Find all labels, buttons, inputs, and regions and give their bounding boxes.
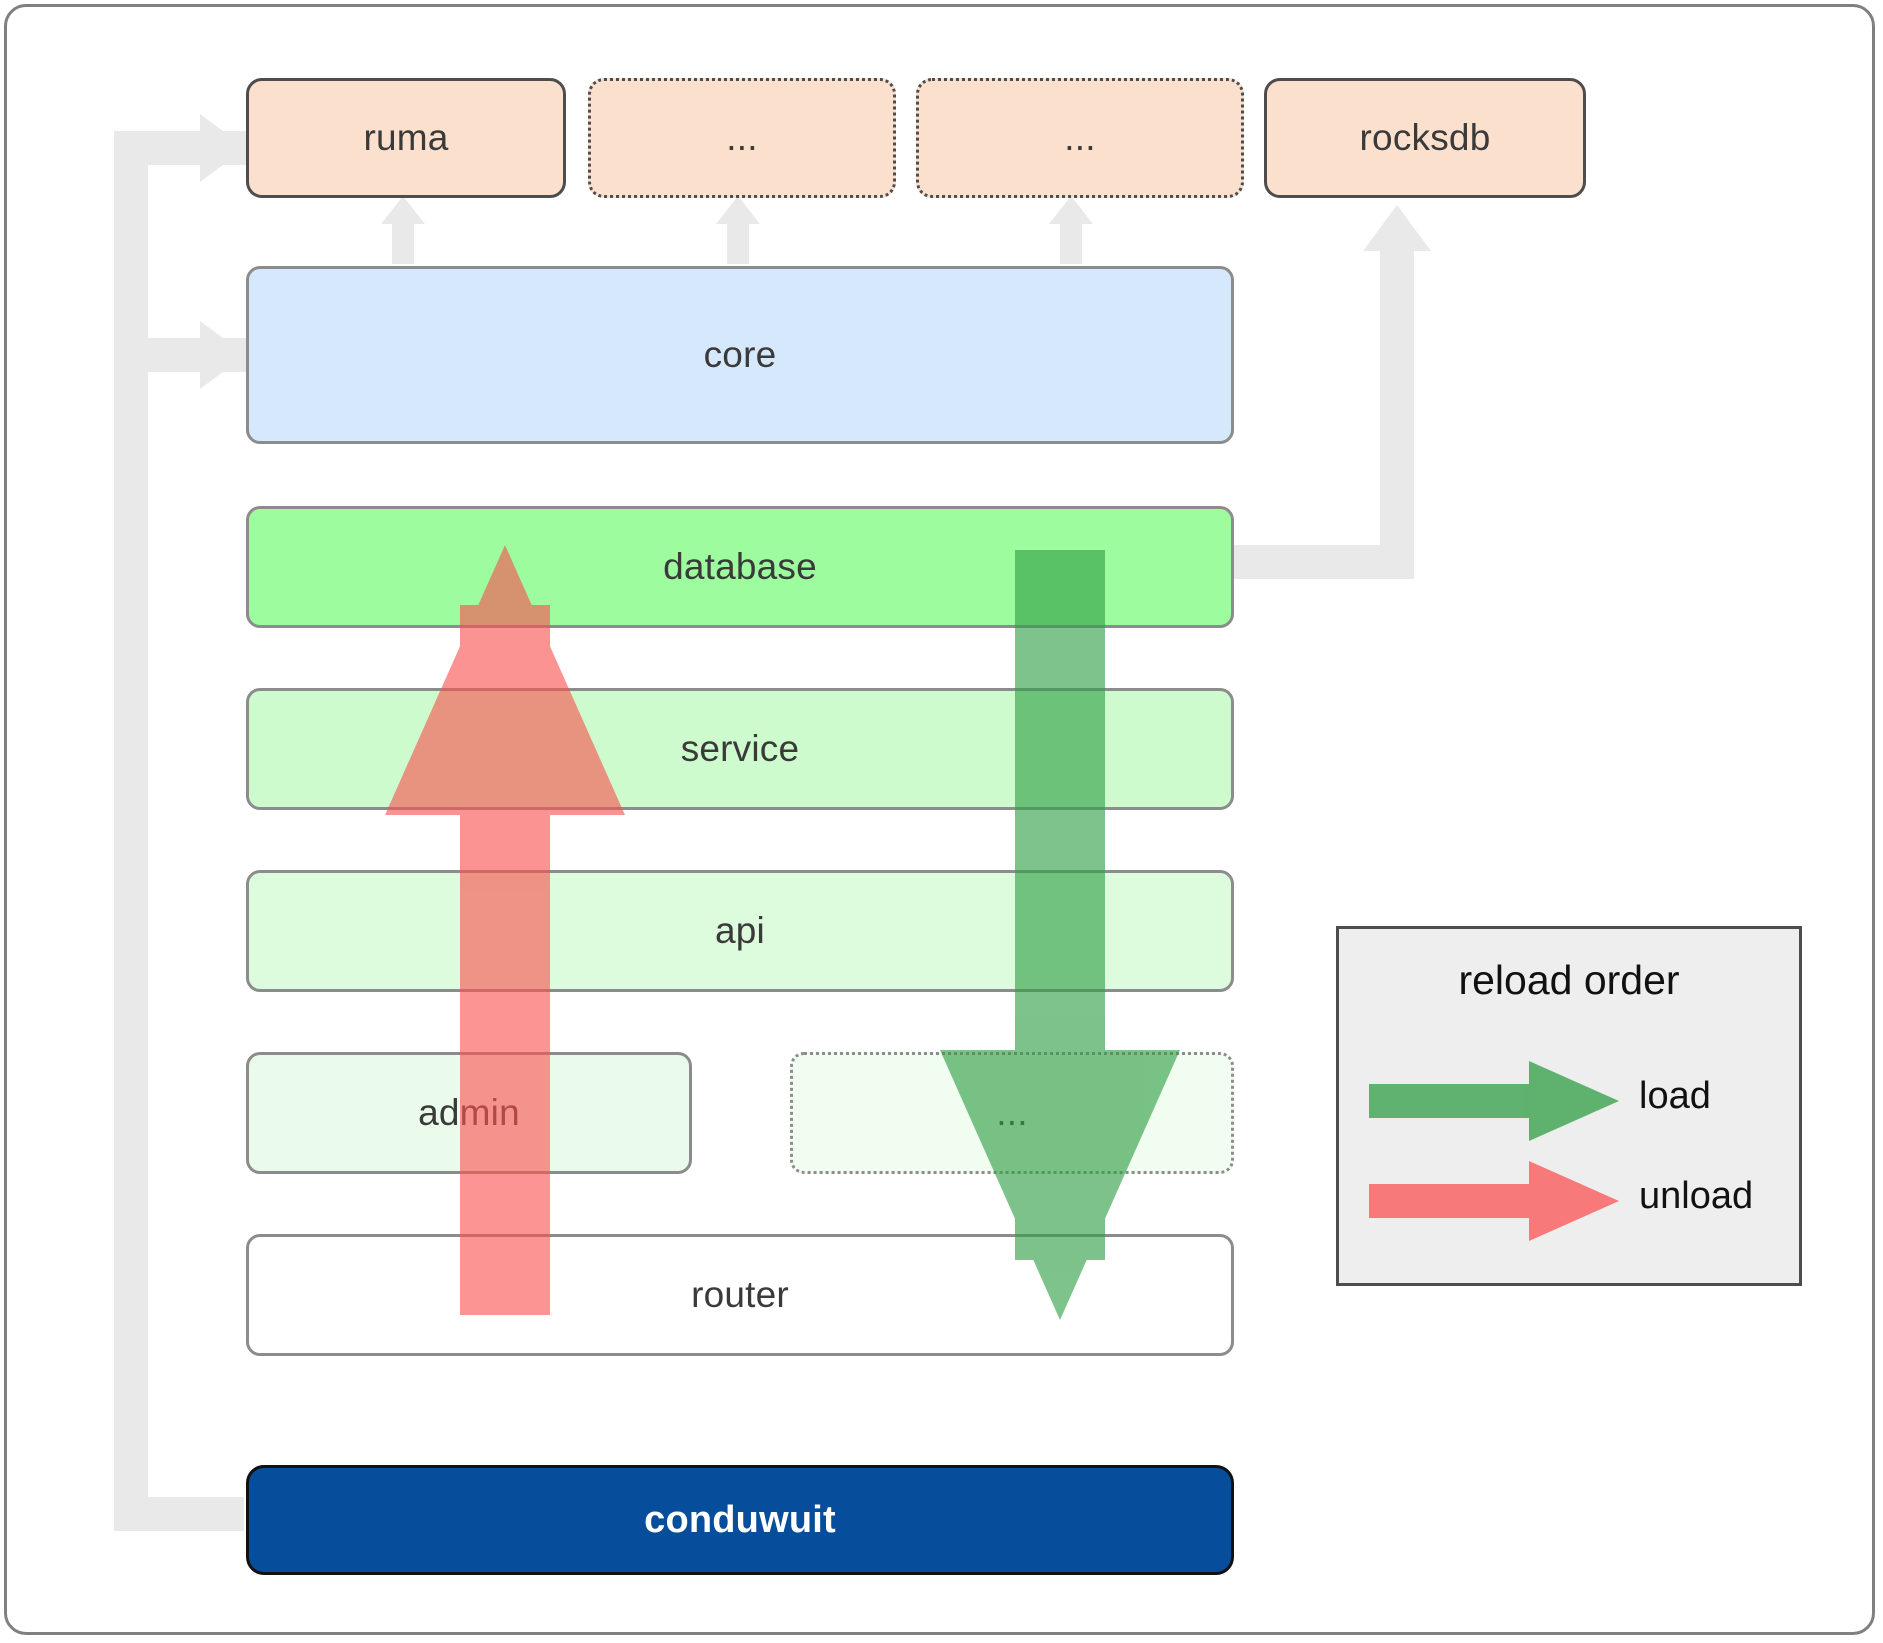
node-api-label: api (715, 910, 765, 951)
connector-database-to-rocksdb-vertical (1380, 250, 1414, 578)
arrowhead-core-to-dep2-icon (716, 196, 760, 224)
arrowhead-to-ruma-icon (200, 114, 246, 182)
legend-unload-arrow-icon (1369, 1161, 1619, 1241)
node-service-label: service (680, 728, 800, 769)
node-dependency-placeholder-1-label: ... (726, 117, 758, 158)
node-database-label: database (663, 546, 817, 587)
node-rocksdb-label: rocksdb (1359, 117, 1491, 158)
node-dependency-placeholder-2-label: ... (1064, 117, 1096, 158)
node-admin[interactable]: admin (246, 1052, 692, 1174)
diagram-frame (4, 4, 1875, 1635)
legend-row-unload: unload (1339, 1161, 1799, 1241)
node-dependency-placeholder-2[interactable]: ... (916, 78, 1244, 198)
legend-load-arrow-icon (1369, 1061, 1619, 1141)
node-core-label: core (703, 334, 777, 375)
node-service[interactable]: service (246, 688, 1234, 810)
arrowhead-to-core-icon (200, 321, 246, 389)
node-database[interactable]: database (246, 506, 1234, 628)
node-conduwuit-label: conduwuit (644, 1498, 836, 1541)
node-ruma[interactable]: ruma (246, 78, 566, 198)
legend-title: reload order (1458, 957, 1680, 1003)
node-dependency-placeholder-1[interactable]: ... (588, 78, 896, 198)
node-rocksdb[interactable]: rocksdb (1264, 78, 1586, 198)
connector-core-to-ruma-shaft (392, 222, 414, 264)
legend-load-label: load (1639, 1075, 1711, 1117)
node-router[interactable]: router (246, 1234, 1234, 1356)
node-admin-label: admin (418, 1092, 520, 1133)
node-conduwuit[interactable]: conduwuit (246, 1465, 1234, 1575)
node-api[interactable]: api (246, 870, 1234, 992)
node-router-label: router (691, 1274, 789, 1315)
legend-panel: reload order load unload (1336, 926, 1802, 1286)
arrowhead-to-rocksdb-icon (1363, 205, 1431, 251)
connector-left-bottom (114, 1497, 244, 1531)
node-core[interactable]: core (246, 266, 1234, 444)
arrowhead-core-to-dep3-icon (1049, 196, 1093, 224)
connector-core-to-dep2-shaft (727, 222, 749, 264)
arrowhead-core-to-ruma-icon (381, 196, 425, 224)
node-stack-placeholder-label: ... (996, 1092, 1028, 1133)
node-ruma-label: ruma (363, 117, 449, 158)
legend-row-load: load (1339, 1061, 1799, 1141)
node-stack-placeholder[interactable]: ... (790, 1052, 1234, 1174)
connector-core-to-dep3-shaft (1060, 222, 1082, 264)
legend-unload-label: unload (1639, 1175, 1754, 1217)
